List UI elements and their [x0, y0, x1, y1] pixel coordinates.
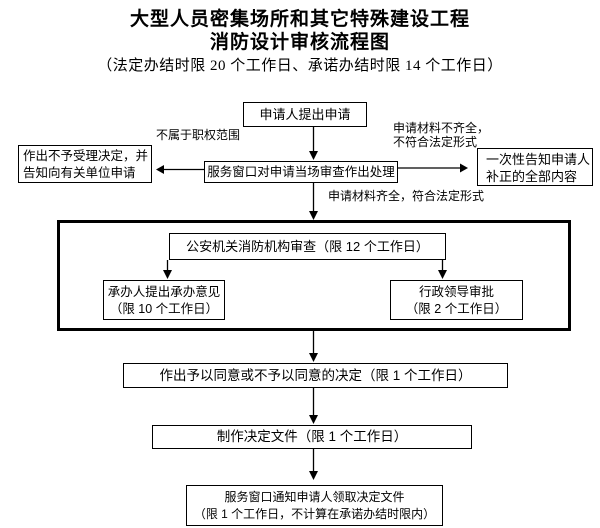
node-decision-label: 作出予以同意或不予以同意的决定（限 1 个工作日）: [159, 368, 472, 383]
edge-label-incomplete-line1: 申请材料不齐全，: [393, 121, 490, 135]
node-reject-decision: 作出不予受理决定，并 告知向有关单位申请: [18, 145, 152, 183]
node-notify-result-line1: 服务窗口通知申请人领取决定文件: [224, 490, 405, 504]
node-window-check-label: 服务窗口对申请当场审查作出处理: [207, 165, 395, 179]
page-title-line2: 消防设计审核流程图: [209, 32, 390, 53]
node-make-document: 制作决定文件（限 1 个工作日）: [152, 425, 472, 449]
node-notify-result-line2: （限 1 个工作日，不计算在承诺办结时限内）: [193, 507, 436, 521]
node-notify-supplement-line1: 一次性告知申请人: [486, 152, 591, 167]
node-notify-result: 服务窗口通知申请人领取决定文件 （限 1 个工作日，不计算在承诺办结时限内）: [186, 485, 443, 526]
arrow-document-to-result: [309, 449, 318, 480]
node-handler-opinion: 承办人提出承办意见 （限 10 个工作日）: [103, 280, 225, 320]
node-make-document-label: 制作决定文件（限 1 个工作日）: [216, 429, 408, 444]
node-apply: 申请人提出申请: [243, 102, 367, 127]
node-fire-review-label: 公安机关消防机构审查（限 12 个工作日）: [186, 239, 429, 254]
node-reject-line2: 告知向有关单位申请: [23, 166, 136, 180]
arrow-window-to-review: [309, 183, 318, 220]
arrow-window-to-reject: [156, 165, 204, 174]
node-fire-review: 公安机关消防机构审查（限 12 个工作日）: [169, 233, 446, 260]
node-decision: 作出予以同意或不予以同意的决定（限 1 个工作日）: [123, 363, 508, 388]
page-title-line1: 大型人员密集场所和其它特殊建设工程: [129, 9, 470, 30]
arrow-frame-to-decision: [309, 331, 318, 362]
node-handler-opinion-line2: （限 10 个工作日）: [109, 302, 219, 316]
node-window-check: 服务窗口对申请当场审查作出处理: [204, 161, 398, 183]
node-apply-label: 申请人提出申请: [259, 107, 351, 122]
arrow-apply-to-window: [309, 127, 318, 160]
arrow-decision-to-document: [309, 388, 318, 424]
edge-label-incomplete-line2: 不符合法定形式: [393, 135, 478, 149]
arrow-window-to-notify: [398, 163, 468, 173]
node-leader-approval-line1: 行政领导审批: [418, 285, 494, 299]
node-leader-approval: 行政领导审批 （限 2 个工作日）: [390, 280, 523, 320]
edge-label-complete: 申请材料齐全，符合法定形式: [328, 189, 485, 203]
node-handler-opinion-line1: 承办人提出承办意见: [107, 285, 221, 299]
node-leader-approval-line2: （限 2 个工作日）: [405, 302, 508, 316]
node-notify-supplement-line2: 补正的全部内容: [486, 169, 578, 184]
node-notify-supplement: 一次性告知申请人 补正的全部内容: [477, 148, 593, 186]
review-stage-frame: [57, 220, 571, 331]
node-reject-line1: 作出不予受理决定，并: [23, 149, 149, 163]
edge-label-not-in-scope: 不属于职权范围: [156, 128, 241, 142]
page-subtitle: （法定办结时限 20 个工作日、承诺办结时限 14 个工作日）: [97, 58, 503, 74]
